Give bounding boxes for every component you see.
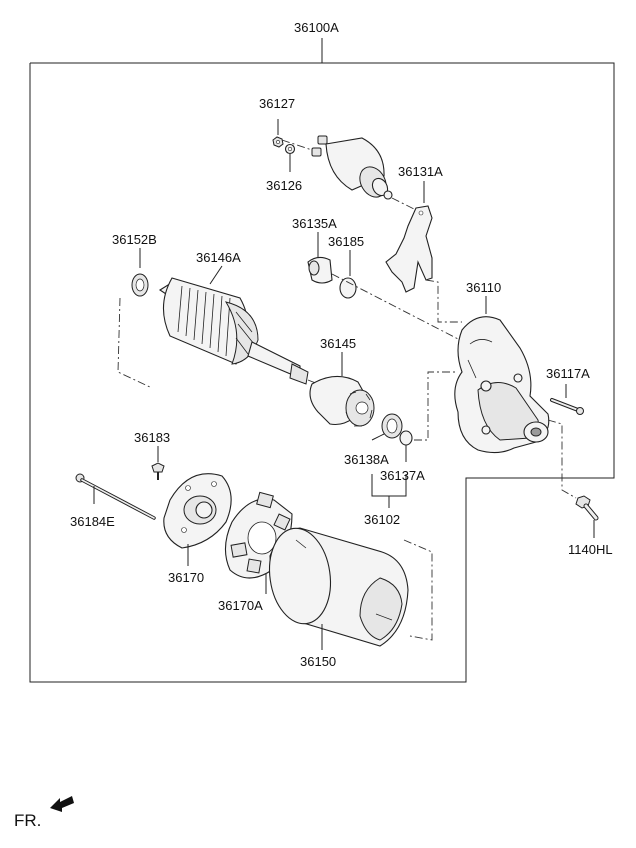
nut-36127-part (272, 119, 284, 148)
plunger-cap-part (307, 232, 333, 284)
label-36117A: 36117A (546, 366, 590, 381)
front-arrow-icon (50, 796, 74, 812)
lever-guide-dash (425, 279, 462, 323)
solenoid-part (281, 135, 421, 213)
lever-part (385, 181, 433, 293)
yoke-part (269, 527, 433, 650)
housing-part (454, 296, 550, 454)
label-36184E: 36184E (70, 514, 115, 529)
label-1140HL: 1140HL (568, 542, 613, 557)
seal-part (339, 250, 357, 299)
end-frame-part (163, 473, 232, 566)
label-36185: 36185 (328, 234, 364, 249)
lever-housing-dash (331, 273, 461, 341)
label-36170A: 36170A (218, 598, 263, 613)
label-36127: 36127 (259, 96, 295, 111)
label-36170: 36170 (168, 570, 204, 585)
label-36150: 36150 (300, 654, 336, 669)
bearing-dash (117, 297, 153, 389)
label-36131A: 36131A (398, 164, 443, 179)
ring-housing-dash (414, 371, 458, 441)
bolt-1140-part (575, 495, 599, 538)
label-36146A: 36146A (196, 250, 241, 265)
assembly-boundary (29, 62, 615, 683)
bearing-part (131, 248, 149, 297)
label-36152B: 36152B (112, 232, 157, 247)
front-label: FR. (14, 811, 41, 830)
through-bolt-part (75, 473, 156, 520)
label-36145: 36145 (320, 336, 356, 351)
stop-ring-part (371, 413, 403, 441)
label-36183: 36183 (134, 430, 170, 445)
label-36102: 36102 (364, 512, 400, 527)
pinion-part (309, 352, 375, 427)
armature-part (158, 265, 309, 385)
label-36135A: 36135A (292, 216, 337, 231)
bolt-36117-part (550, 384, 584, 415)
label-36100A: 36100A (294, 20, 339, 35)
label-36137A: 36137A (380, 468, 425, 483)
screw-part (151, 446, 165, 480)
label-36138A: 36138A (344, 452, 389, 467)
label-36126: 36126 (266, 178, 302, 193)
bolt-1140-dash (547, 419, 577, 499)
label-36110: 36110 (466, 280, 501, 295)
armature-pinion-dash (307, 379, 319, 385)
washer-36126-part (284, 143, 296, 172)
snap-ring-part (399, 430, 413, 462)
